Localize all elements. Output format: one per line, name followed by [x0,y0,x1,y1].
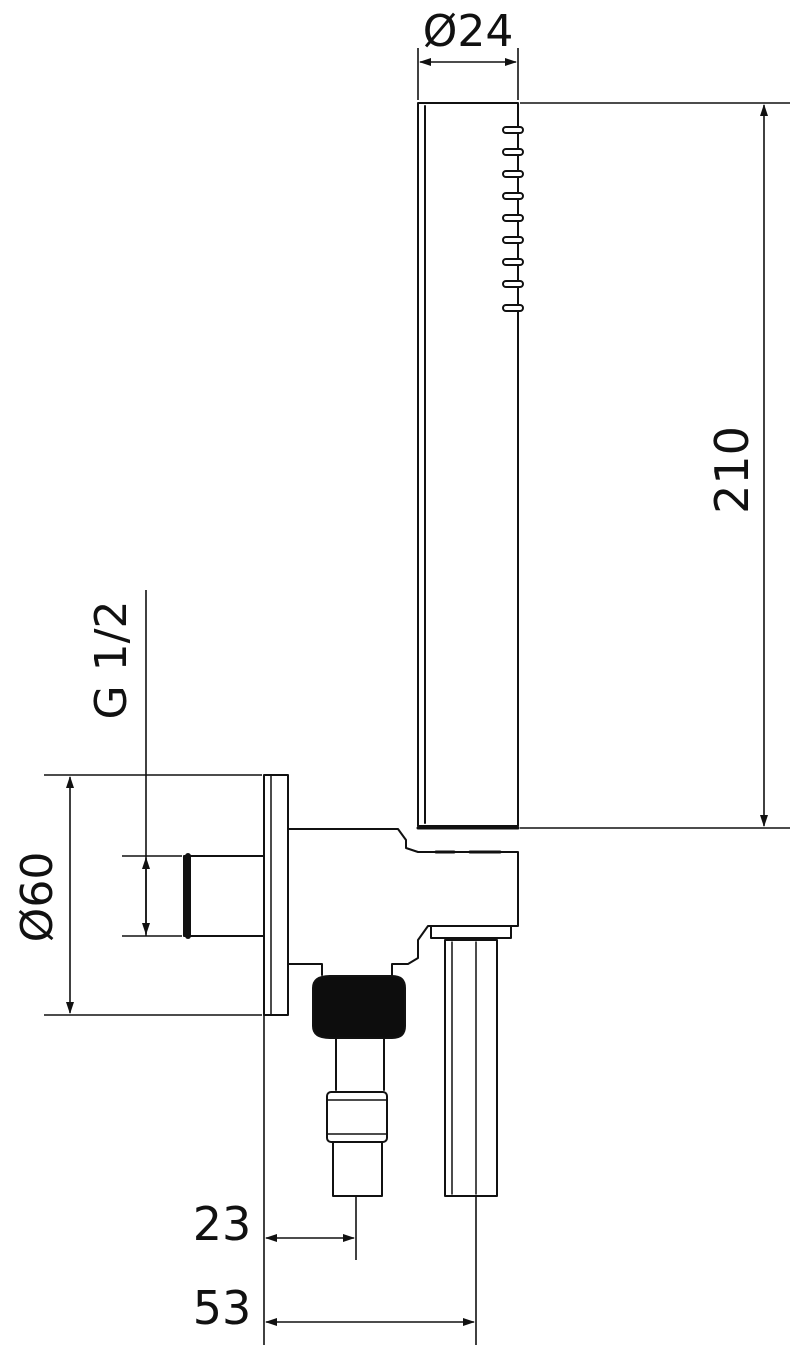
label-total-projection: 53 [193,1281,252,1335]
dim-outlet-offset [263,1015,357,1345]
label-handle-length: 210 [705,426,759,514]
hose-nut [312,975,406,1039]
elbow-body [287,828,519,976]
holder-pin [444,939,498,1197]
holder-sleeve-top [430,925,512,939]
label-outlet-offset: 23 [193,1197,252,1251]
hose-connector-neck [335,1037,385,1091]
hand-shower-body [417,102,519,827]
label-handle-diameter: Ø24 [423,6,514,57]
dim-total-projection [265,1196,477,1345]
dim-thread [122,590,182,937]
thread-stub [183,855,265,937]
wall-flange [263,774,289,1016]
dim-handle-length [520,102,790,829]
hand-shower [416,102,524,830]
label-flange-diameter: Ø60 [12,852,63,943]
hose-connector-end [332,1141,383,1197]
dim-flange-diameter [44,774,262,1016]
spray-nozzles [502,126,524,312]
label-thread: G 1/2 [86,601,137,720]
dim-handle-diameter [417,48,519,100]
